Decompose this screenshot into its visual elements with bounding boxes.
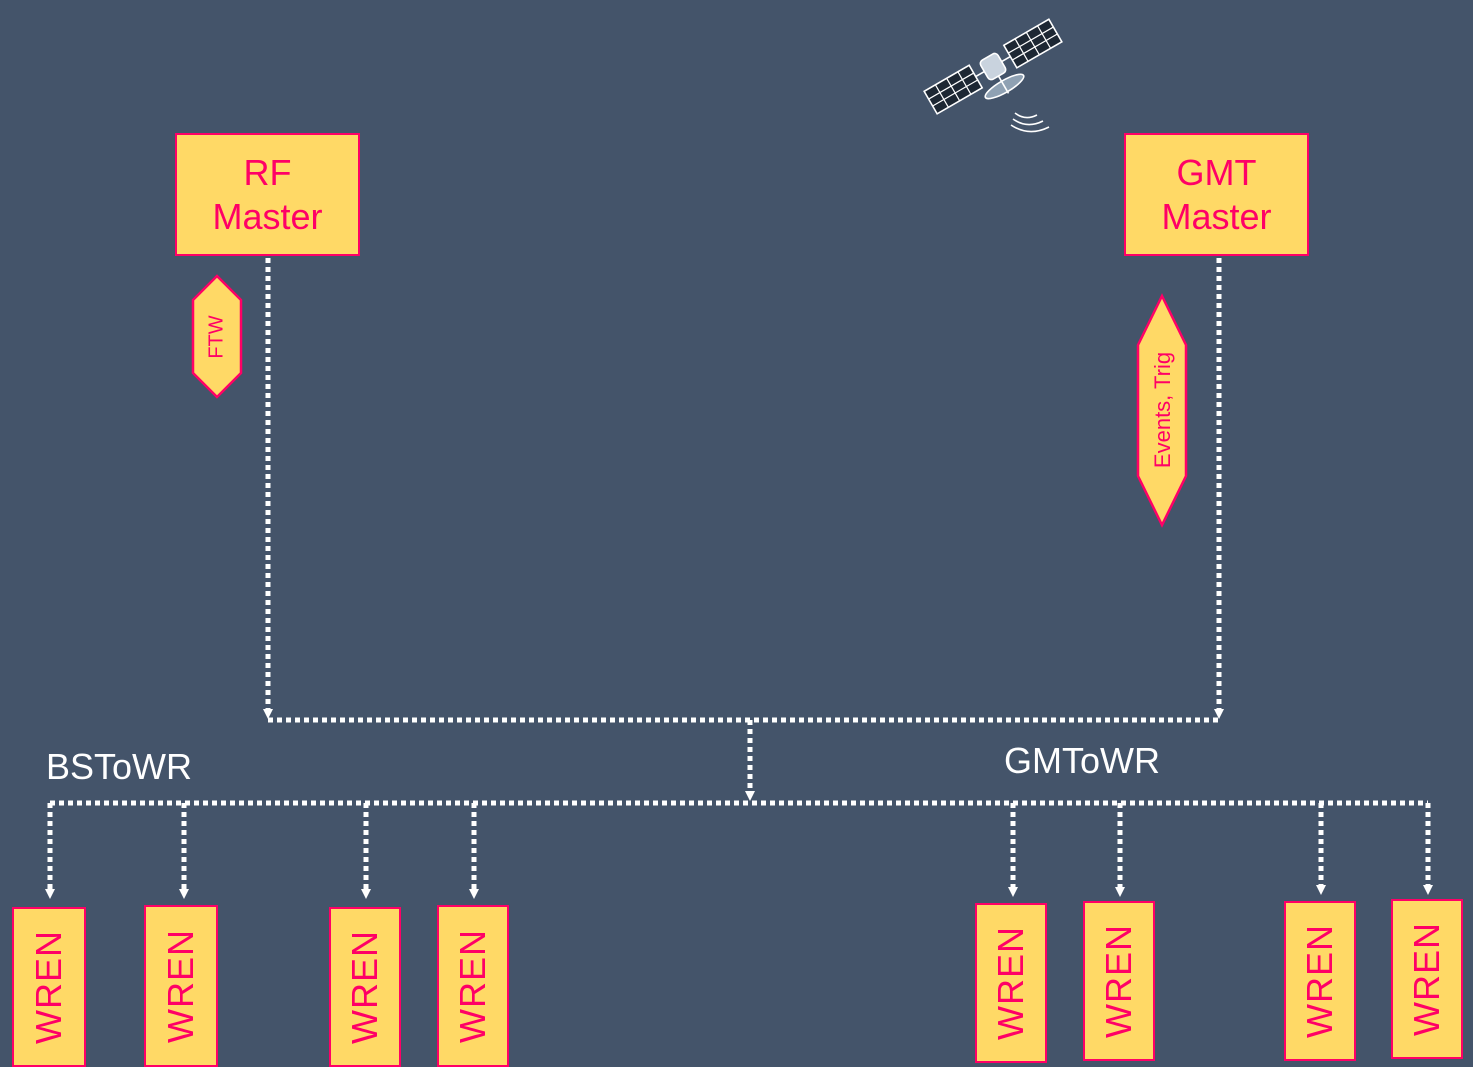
satellite-icon xyxy=(915,5,1075,135)
wren-node-label: WREN xyxy=(1098,924,1140,1038)
wren-node: WREN xyxy=(437,905,509,1067)
wren-node: WREN xyxy=(329,907,401,1067)
wren-node: WREN xyxy=(1284,901,1356,1061)
wren-node: WREN xyxy=(12,907,86,1067)
events-trig-signal-label: Events, Trig xyxy=(1150,352,1176,468)
wren-node-label: WREN xyxy=(160,929,202,1043)
wren-node-label: WREN xyxy=(1299,924,1341,1038)
gmt-master-label-line2: Master xyxy=(1161,195,1271,239)
rf-master-label-line2: Master xyxy=(212,195,322,239)
gmt-master-label-line1: GMT xyxy=(1177,151,1257,195)
gmtowr-label: GMToWR xyxy=(1004,740,1160,782)
wren-node: WREN xyxy=(975,903,1047,1063)
wren-node: WREN xyxy=(144,905,218,1067)
gmt-master-box: GMT Master xyxy=(1124,133,1309,256)
wren-node-label: WREN xyxy=(344,930,386,1044)
wren-node: WREN xyxy=(1391,899,1463,1059)
bstowr-label: BSToWR xyxy=(46,746,192,788)
rf-master-box: RF Master xyxy=(175,133,360,256)
wren-node-label: WREN xyxy=(1406,922,1448,1036)
wren-node-label: WREN xyxy=(452,929,494,1043)
wren-node-label: WREN xyxy=(28,930,70,1044)
wren-node-label: WREN xyxy=(990,926,1032,1040)
rf-master-label-line1: RF xyxy=(244,151,292,195)
ftw-signal-label: FTW xyxy=(206,315,229,358)
wren-node: WREN xyxy=(1083,901,1155,1061)
